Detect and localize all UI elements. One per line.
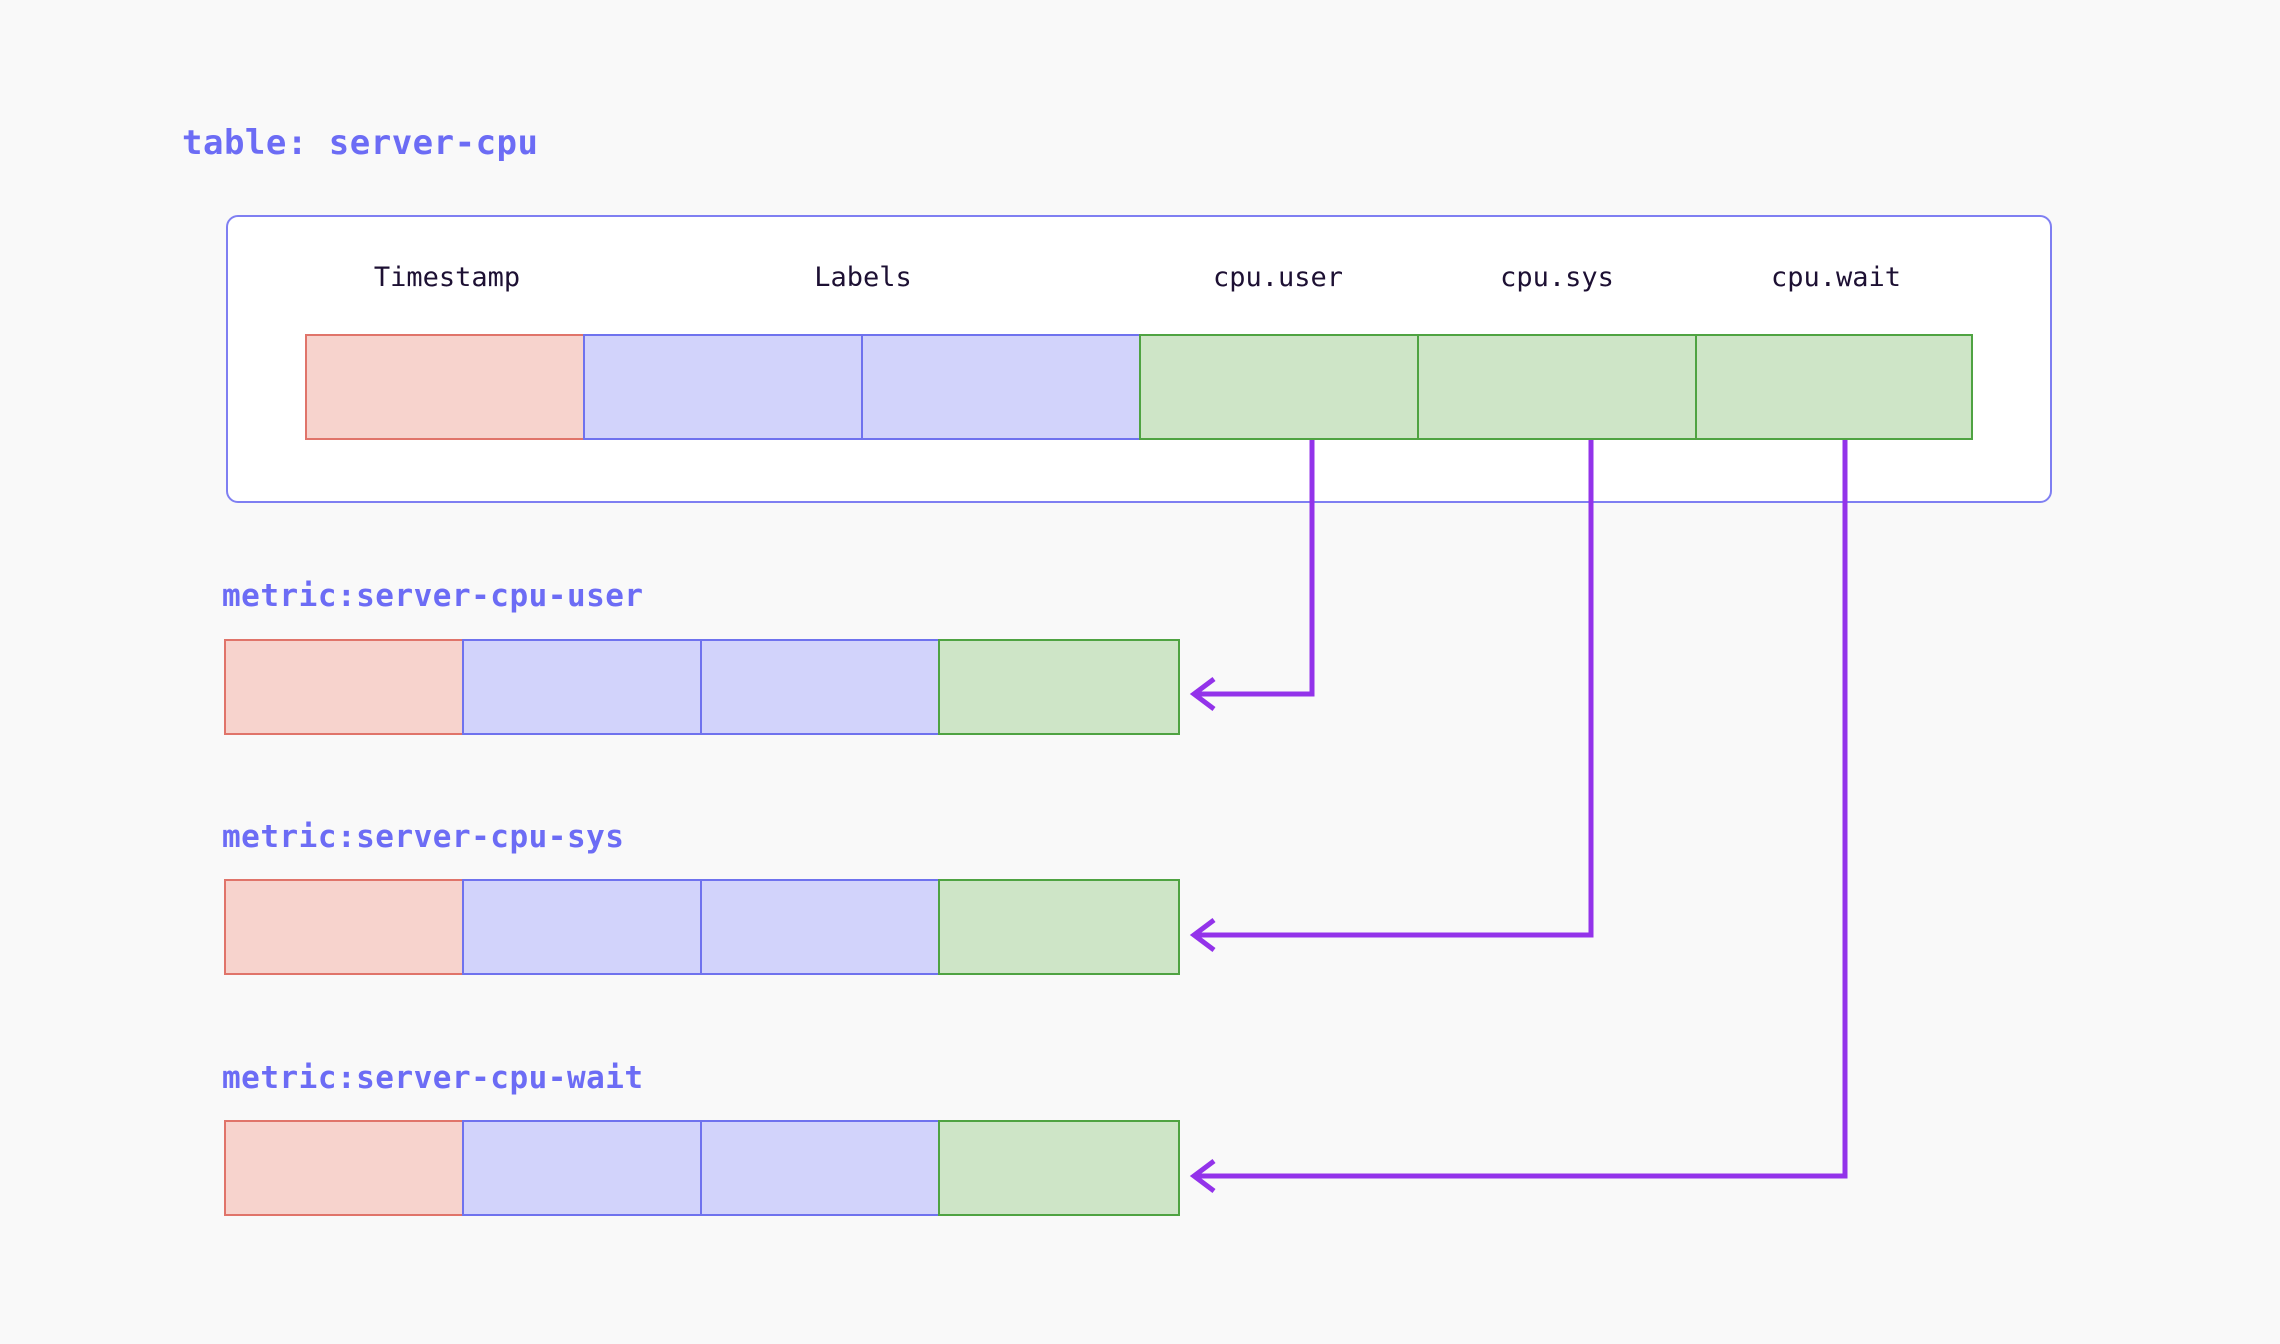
table-cell-label-1 [583, 334, 863, 440]
metric-cell-timestamp [224, 879, 464, 975]
connector-line [1194, 440, 1594, 938]
metric-cell-value [938, 1120, 1180, 1216]
column-header-cpu-sys: cpu.sys [1500, 262, 1614, 293]
table-title: table: server-cpu [182, 123, 539, 163]
connector-arrowhead [1189, 1159, 1216, 1193]
table-cell-label-2 [861, 334, 1141, 440]
metric-cell-label-1 [462, 1120, 702, 1216]
metric-cell-label-1 [462, 879, 702, 975]
connector-line [1194, 440, 1848, 1179]
metric-cell-label-2 [700, 879, 940, 975]
metric-cell-label-2 [700, 1120, 940, 1216]
metric-title-server-cpu-wait: metric:server-cpu-wait [222, 1060, 644, 1096]
connector-arrowhead [1189, 918, 1216, 952]
metric-cell-label-2 [700, 639, 940, 735]
metric-cell-label-1 [462, 639, 702, 735]
table-cell-timestamp [305, 334, 585, 440]
table-cell-cpu-user [1139, 334, 1419, 440]
metric-row-server-cpu-wait [224, 1120, 1182, 1216]
metric-cell-timestamp [224, 639, 464, 735]
metric-cell-timestamp [224, 1120, 464, 1216]
metric-row-server-cpu-sys [224, 879, 1182, 975]
metric-title-server-cpu-sys: metric:server-cpu-sys [222, 819, 625, 855]
metric-cell-value [938, 879, 1180, 975]
table-row [305, 334, 1975, 440]
metric-row-server-cpu-user [224, 639, 1182, 735]
column-header-timestamp: Timestamp [373, 262, 521, 293]
column-header-cpu-user: cpu.user [1212, 262, 1344, 293]
table-cell-cpu-wait [1695, 334, 1973, 440]
connector-arrowhead [1189, 677, 1216, 711]
metric-title-server-cpu-user: metric:server-cpu-user [222, 578, 644, 614]
column-header-cpu-wait: cpu.wait [1770, 262, 1902, 293]
column-header-labels: Labels [814, 262, 912, 293]
metric-cell-value [938, 639, 1180, 735]
table-cell-cpu-sys [1417, 334, 1697, 440]
